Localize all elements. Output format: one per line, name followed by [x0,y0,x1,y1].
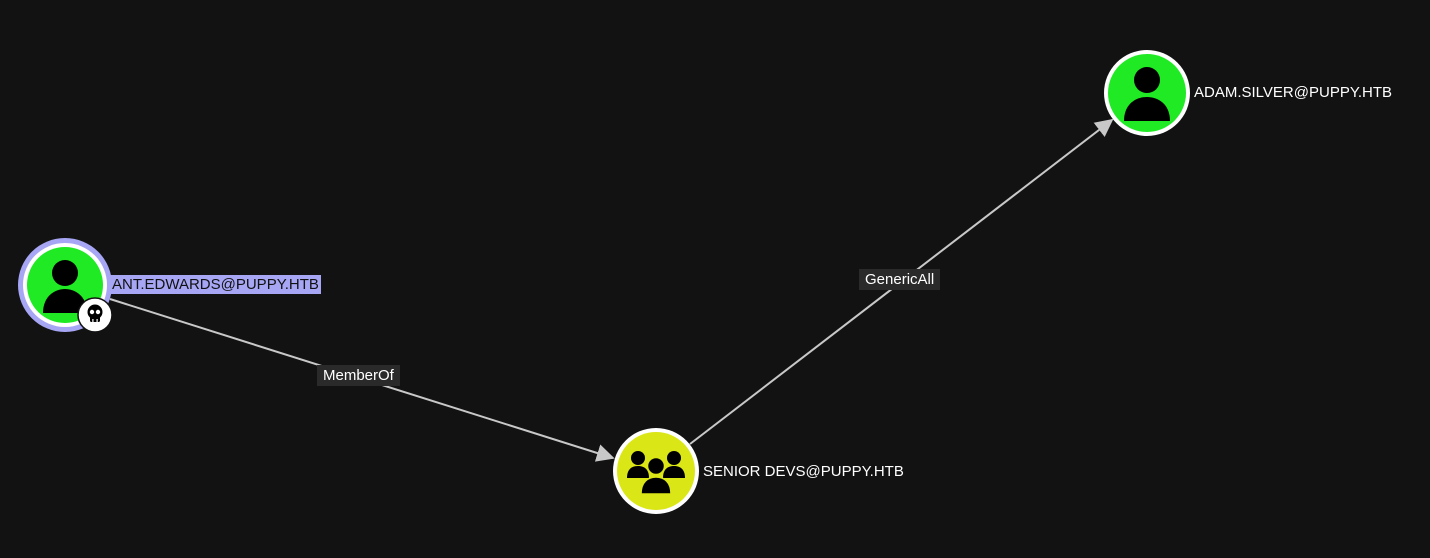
node-ant-edwards[interactable] [18,238,113,333]
node-label-adam-silver[interactable]: ADAM.SILVER@PUPPY.HTB [1194,84,1393,101]
users-group-icon [627,451,685,495]
edge-label-memberof[interactable]: MemberOf [317,365,400,386]
user-icon [43,260,87,313]
edge-label-genericall[interactable]: GenericAll [859,269,941,290]
node-senior-devs[interactable] [613,428,699,514]
skull-icon [77,297,113,333]
node-label-ant-edwards[interactable]: ANT.EDWARDS@PUPPY.HTB [110,275,321,294]
node-adam-silver[interactable] [1104,50,1190,136]
node-label-senior-devs[interactable]: SENIOR DEVS@PUPPY.HTB [703,463,904,480]
user-icon [1124,67,1170,121]
